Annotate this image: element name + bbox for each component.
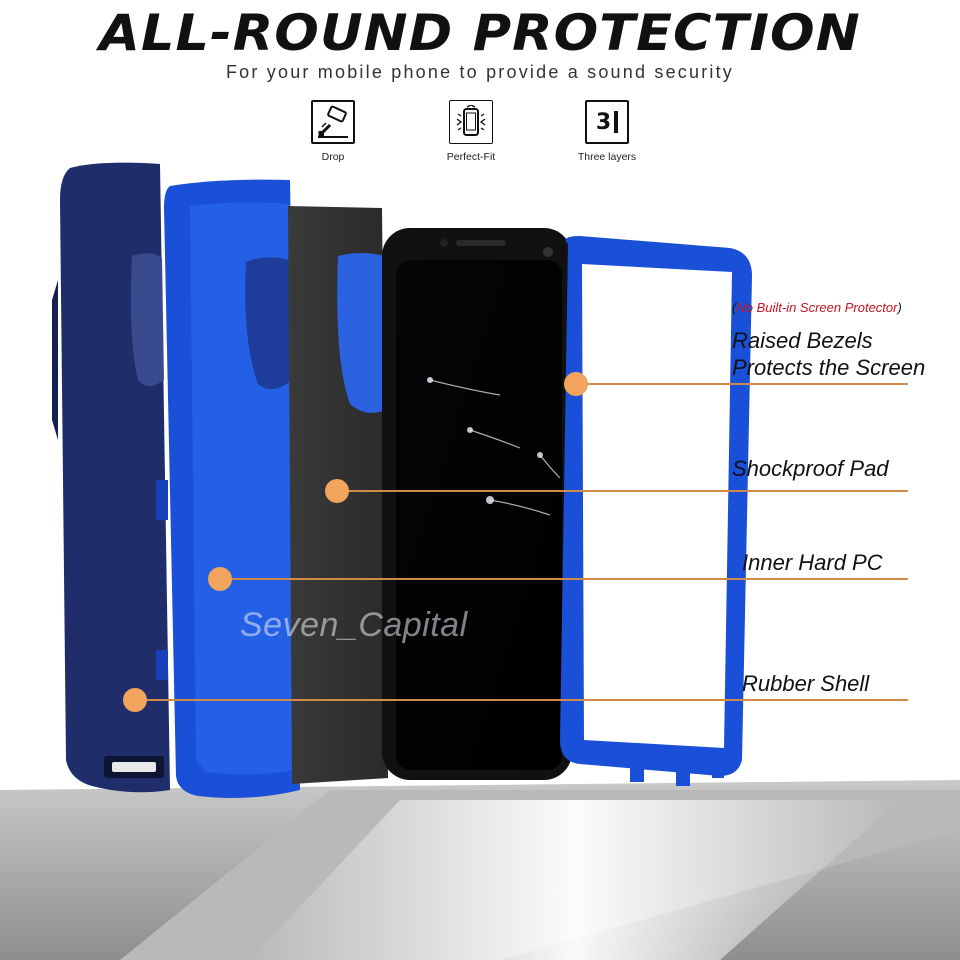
- page-title: ALL-ROUND PROTECTION: [99, 4, 861, 62]
- feature-drop: Drop: [288, 100, 378, 163]
- feature-three-layers: 3 Three layers: [562, 100, 652, 163]
- callout-dot-bezels: [564, 372, 588, 396]
- callout-dots: [123, 372, 588, 712]
- feature-drop-label: Drop: [321, 151, 345, 163]
- inner-hard-pc: [156, 179, 300, 799]
- floor-backdrop: [0, 780, 960, 960]
- callout-dot-pad: [325, 479, 349, 503]
- callout-dot-shell: [123, 688, 147, 712]
- perfect-fit-icon: [449, 100, 493, 144]
- callout-shockproof-pad: Shockproof Pad: [732, 456, 889, 481]
- drop-icon: [311, 100, 355, 144]
- three-layers-icon: 3: [585, 100, 629, 144]
- watermark: Seven_Capital: [240, 606, 468, 644]
- callout-dot-pc: [208, 567, 232, 591]
- page-subtitle: For your mobile phone to provide a sound…: [225, 62, 735, 82]
- feature-perfect-fit: Perfect-Fit: [426, 100, 516, 163]
- phone: [382, 228, 578, 780]
- feature-perfect-fit-label: Perfect-Fit: [446, 151, 496, 163]
- callout-bezels-line1: Raised Bezels: [732, 328, 873, 353]
- callout-bezels-line2: Protects the Screen: [732, 355, 926, 380]
- note-red-text: No Built-in Screen Protector: [736, 300, 898, 315]
- callout-rubber-shell: Rubber Shell: [742, 671, 870, 696]
- rubber-shell: [52, 162, 170, 793]
- callout-lines: [135, 383, 908, 701]
- raised-bezel-frame: [560, 236, 752, 786]
- callout-inner-hard-pc: Inner Hard PC: [742, 550, 883, 575]
- screen-protector-note: (No Built-in Screen Protector): [732, 300, 902, 315]
- feature-three-layers-label: Three layers: [577, 151, 637, 163]
